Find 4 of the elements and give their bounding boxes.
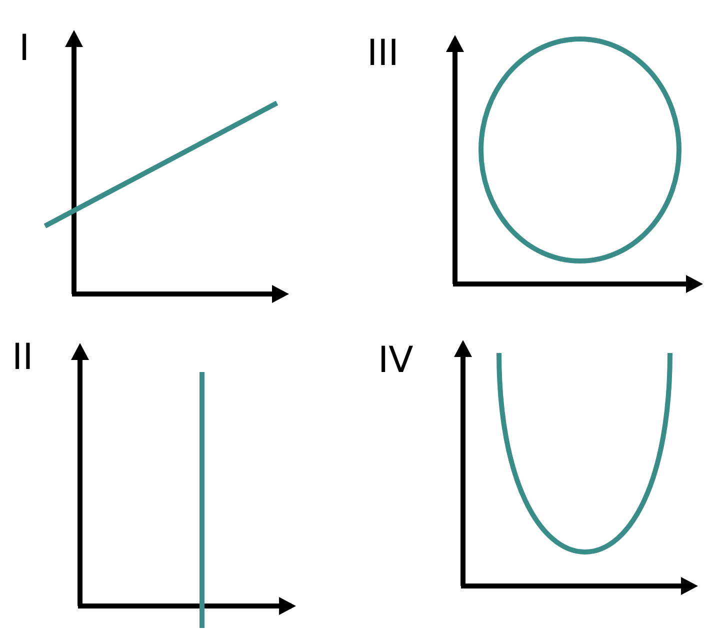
panel-label: I (19, 31, 30, 67)
panel-label: III (367, 36, 399, 72)
panel-label: II (12, 340, 34, 376)
panel-label: IV (378, 343, 414, 379)
